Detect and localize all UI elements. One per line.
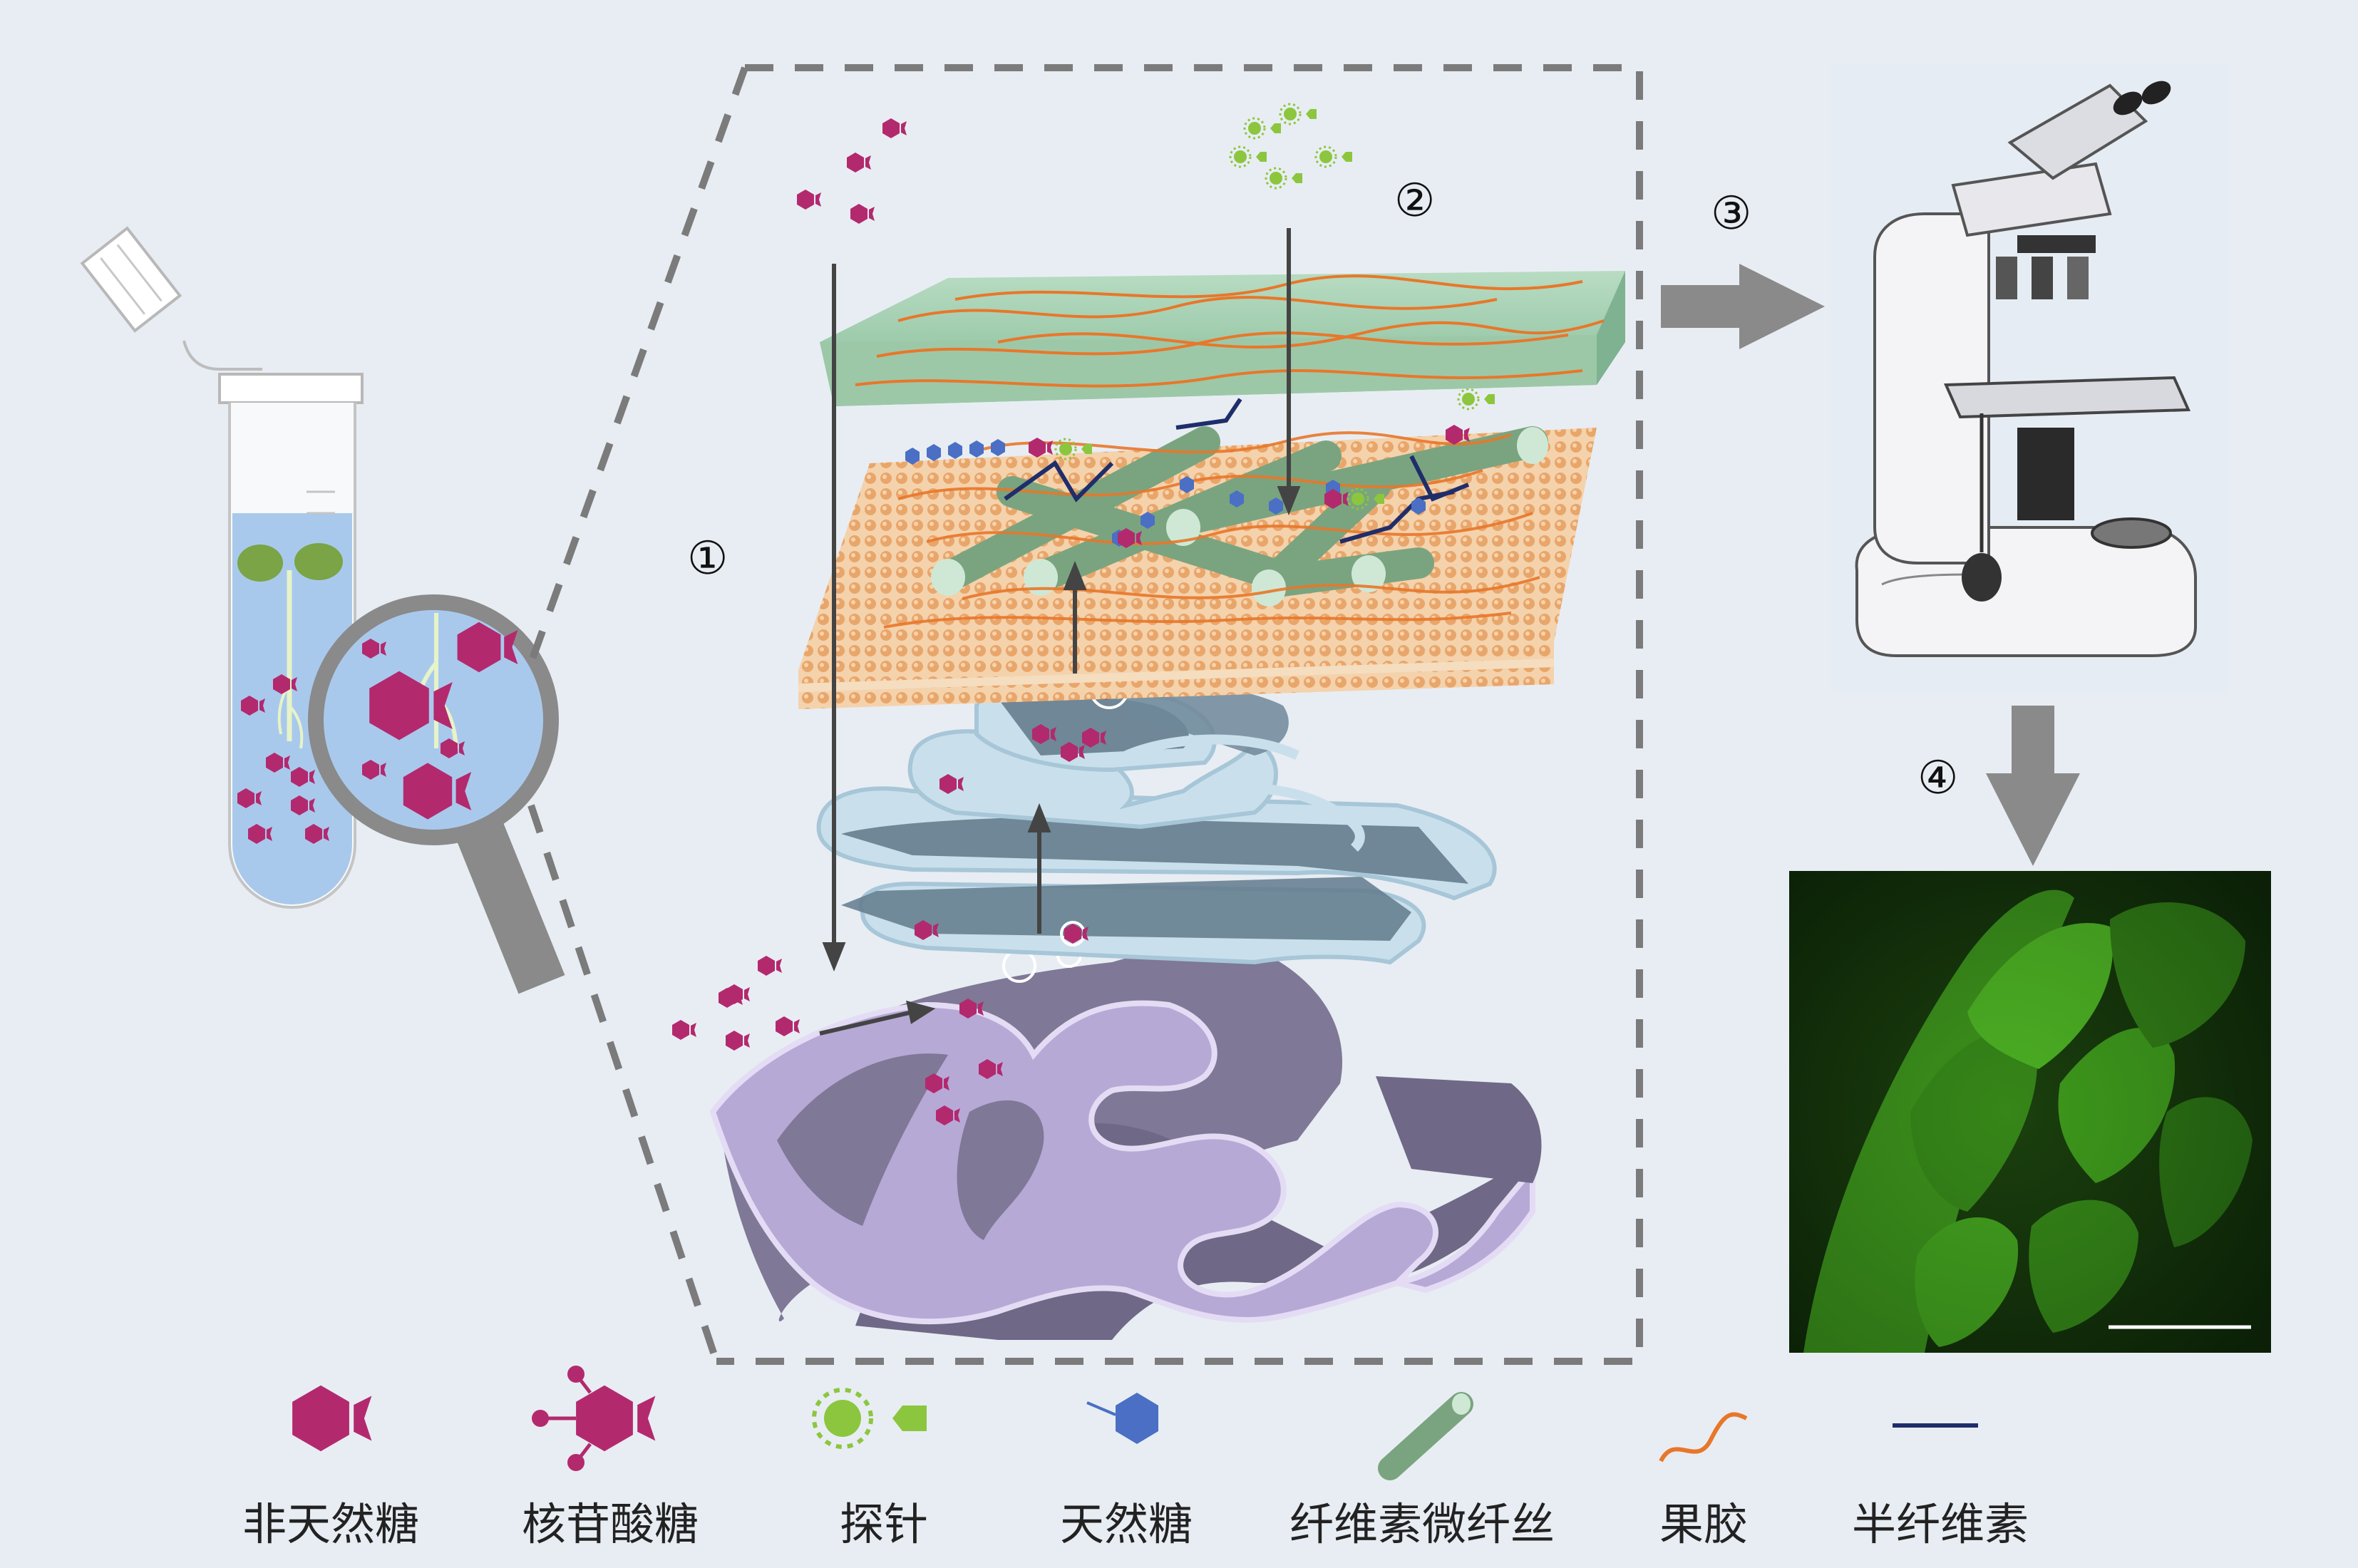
pectin-icon: [1659, 1412, 1748, 1463]
magnifying-glass: [308, 594, 565, 994]
legend-label-hemicellulose: 半纤维素: [1851, 1498, 2029, 1550]
transport-arrows: [819, 228, 1301, 1036]
legend-label-nucleotide-sugar: 核苷酸糖: [521, 1498, 699, 1550]
microscope: [1831, 63, 2228, 694]
arrow-to-image: [1986, 706, 2080, 866]
sugars-outside-er: [672, 956, 800, 1051]
step-2-label: ②: [1394, 175, 1436, 227]
legend-label-natural-sugar: 天然糖: [1059, 1498, 1193, 1550]
golgi-apparatus: [816, 669, 1497, 965]
step-4-label: ④: [1917, 752, 1959, 805]
test-tube-seedling: [80, 226, 364, 909]
input-sugars: [797, 118, 907, 224]
step-3-label: ③: [1711, 187, 1752, 240]
zoom-dashed-frame: [527, 64, 1643, 1365]
probe-icon: [812, 1388, 927, 1449]
nucleotide-sugar-icon: [532, 1366, 656, 1471]
legend-label-cellulose-microfibril: 纤维素微纤丝: [1289, 1498, 1555, 1550]
endoplasmic-reticulum: [709, 934, 1542, 1340]
natural-sugar-icon: [1086, 1393, 1158, 1444]
cell-wall-slab: [820, 271, 1625, 406]
legend-label-unnatural-sugar: 非天然糖: [242, 1498, 420, 1550]
arrow-to-microscope: [1661, 264, 1825, 349]
fluorescence-micrograph: [1789, 871, 2271, 1353]
cellulose-microfibril-icon: [1378, 1392, 1473, 1480]
cell-wall-matrix: [883, 388, 1548, 629]
legend-label-pectin: 果胶: [1659, 1498, 1749, 1550]
unnatural-sugar-icon: [292, 1385, 372, 1452]
input-probes: [1229, 103, 1354, 190]
legend-label-probe: 探针: [839, 1498, 929, 1550]
step-1-label: ①: [687, 532, 728, 585]
